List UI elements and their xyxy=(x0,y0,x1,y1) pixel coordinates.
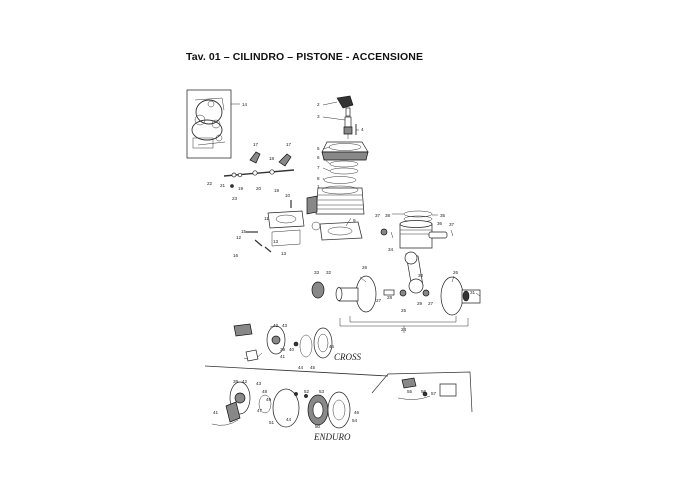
piston-group xyxy=(380,210,454,249)
callout-39b: 39 xyxy=(233,379,239,384)
callout-31: 31 xyxy=(470,290,476,295)
variant-label-cross: CROSS xyxy=(334,352,362,362)
callout-14: 14 xyxy=(242,102,248,107)
callout-52: 52 xyxy=(304,389,310,394)
callout-47: 47 xyxy=(257,408,263,413)
callout-2: 2 xyxy=(317,102,320,107)
callout-41a: 41 xyxy=(280,354,286,359)
ignition-enduro-group xyxy=(211,381,351,429)
callout-6: 6 xyxy=(317,155,320,160)
callout-40a: 40 xyxy=(289,347,295,352)
callout-7: 7 xyxy=(317,165,320,170)
callout-41b: 41 xyxy=(213,410,219,415)
callout-28: 28 xyxy=(387,295,393,300)
callout-24: 24 xyxy=(401,327,407,332)
callout-51: 51 xyxy=(269,420,275,425)
callout-39a: 39 xyxy=(280,347,286,352)
callout-3: 3 xyxy=(317,114,320,119)
callout-56: 56 xyxy=(421,389,427,394)
callout-44a: 44 xyxy=(298,365,304,370)
callout-46b: 46 xyxy=(354,410,360,415)
callout-9: 9 xyxy=(353,218,356,223)
callout-8: 8 xyxy=(317,176,320,181)
ignition-cross-group xyxy=(233,323,333,362)
callout-46a: 46 xyxy=(329,344,335,349)
cylinder-head-group xyxy=(246,95,369,253)
gasket-kit-inset xyxy=(186,89,240,159)
callout-48: 48 xyxy=(262,389,268,394)
callout-11: 11 xyxy=(264,216,269,221)
leader-lines xyxy=(322,101,481,297)
callout-33: 33 xyxy=(314,270,320,275)
callout-12: 12 xyxy=(236,235,242,240)
variant-label-enduro: ENDURO xyxy=(313,432,351,442)
callout-26a: 26 xyxy=(362,265,368,270)
callout-21: 21 xyxy=(220,183,226,188)
callout-57: 57 xyxy=(431,391,437,396)
page-title: Tav. 01 – CILINDRO – PISTONE - ACCENSION… xyxy=(186,51,424,63)
callout-17a: 17 xyxy=(253,142,259,147)
callout-37a: 37 xyxy=(375,213,381,218)
callout-25: 25 xyxy=(401,308,407,313)
enduro-inset-group xyxy=(397,377,457,400)
callout-10: 10 xyxy=(285,193,291,198)
callout-54: 54 xyxy=(352,418,358,423)
callout-5: 5 xyxy=(317,146,320,151)
callout-19b: 19 xyxy=(274,188,280,193)
valve-linkage-group xyxy=(223,151,295,188)
callout-26b: 26 xyxy=(453,270,459,275)
callout-34: 34 xyxy=(388,247,394,252)
callout-19a: 19 xyxy=(238,186,244,191)
callout-18: 18 xyxy=(269,156,275,161)
callout-29: 29 xyxy=(417,301,423,306)
callout-4: 4 xyxy=(361,127,364,132)
callout-13b: 13 xyxy=(281,251,287,256)
callout-42a: 42 xyxy=(273,323,279,328)
callout-15: 15 xyxy=(241,229,247,234)
callout-20: 20 xyxy=(256,186,262,191)
callout-55: 55 xyxy=(407,389,413,394)
callout-13a: 13 xyxy=(273,239,279,244)
callout-22: 22 xyxy=(207,181,213,186)
callout-45: 45 xyxy=(310,365,316,370)
callout-16: 16 xyxy=(233,253,239,258)
callout-38: 38 xyxy=(385,213,391,218)
callout-44b: 44 xyxy=(286,417,292,422)
callout-50: 50 xyxy=(315,424,321,429)
callout-53: 53 xyxy=(319,389,325,394)
callout-37b: 37 xyxy=(449,222,455,227)
callout-42b: 42 xyxy=(242,379,248,384)
callout-23: 23 xyxy=(232,196,238,201)
callout-43b: 43 xyxy=(256,381,262,386)
callout-labels: 14 2 3 4 5 6 7 8 1 17 17 18 22 21 19 20 … xyxy=(207,102,476,429)
callout-17b: 17 xyxy=(286,142,292,147)
crankshaft-group xyxy=(311,251,481,333)
callout-1: 1 xyxy=(317,184,320,189)
callout-30: 30 xyxy=(418,273,424,278)
callout-27a: 27 xyxy=(376,298,382,303)
callout-27b: 27 xyxy=(428,301,434,306)
callout-43a: 43 xyxy=(282,323,288,328)
callout-32: 32 xyxy=(326,270,332,275)
callout-49: 49 xyxy=(266,397,272,402)
callout-36: 36 xyxy=(437,221,443,226)
callout-35: 35 xyxy=(440,213,446,218)
